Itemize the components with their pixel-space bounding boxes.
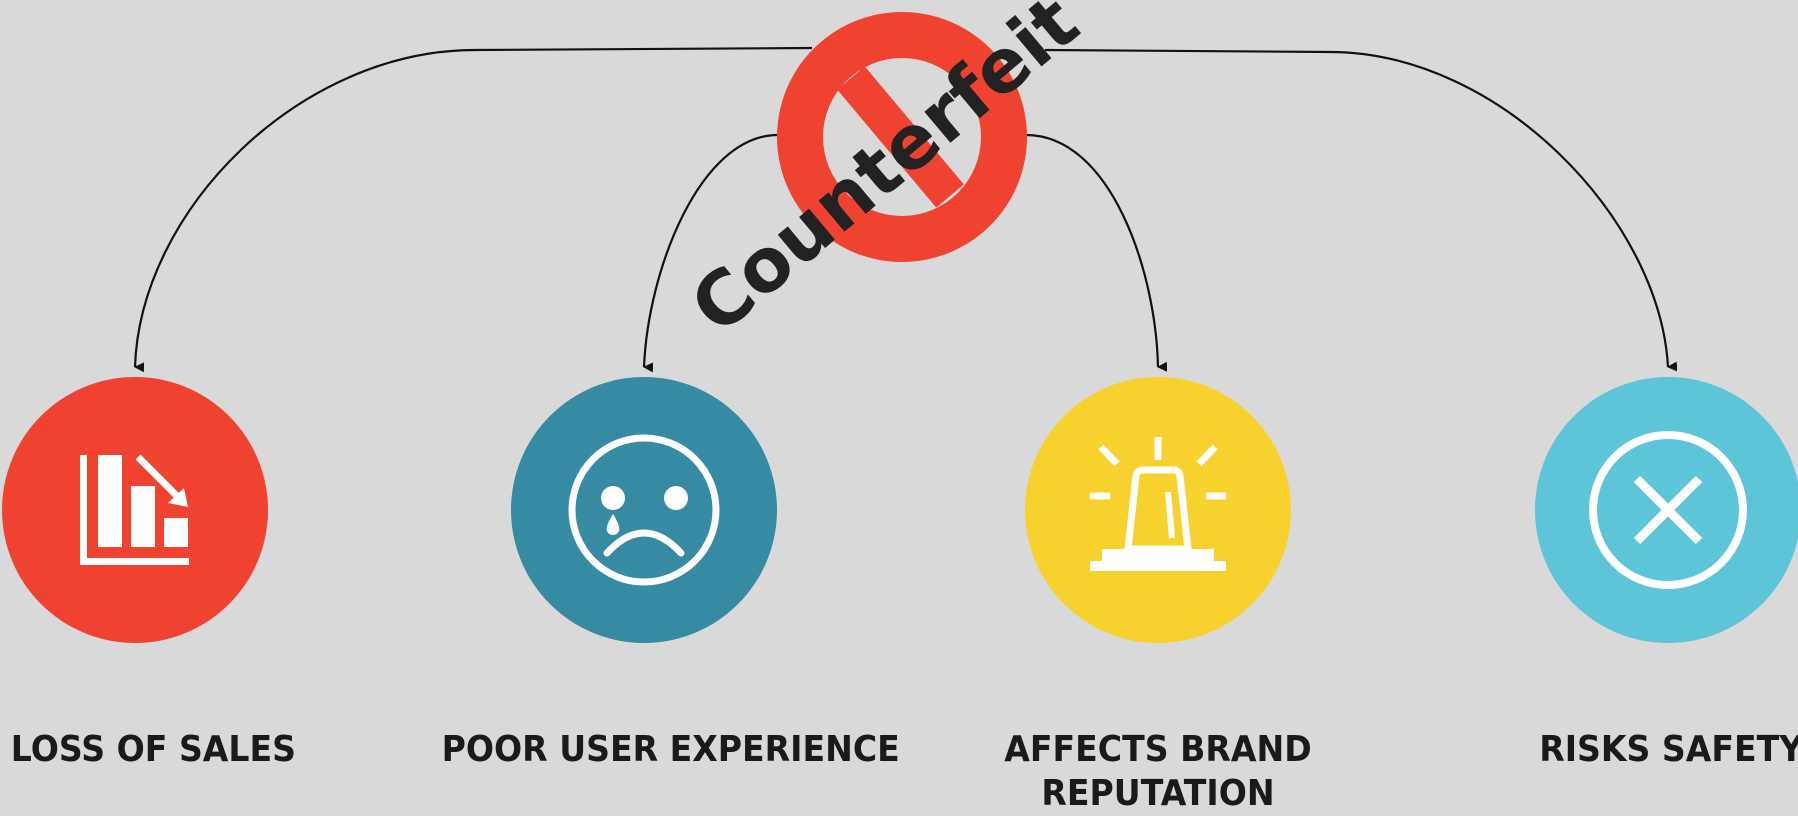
loss-of-sales-label: LOSS OF SALES bbox=[10, 728, 297, 772]
affects-brand-reputation-label-line-2: REPUTATION bbox=[1041, 773, 1275, 814]
connector-loss-of-sales bbox=[133, 46, 813, 373]
crying-sad-face-icon bbox=[568, 434, 720, 586]
counterfeit-prohibited-sign: Counterfeit bbox=[675, 0, 1095, 351]
impact-affects-brand-reputation bbox=[1025, 377, 1291, 643]
connector-risks-safety bbox=[1044, 48, 1678, 372]
risks-safety-label: RISKS SAFETY bbox=[1539, 728, 1798, 772]
alarm-siren-icon bbox=[1090, 437, 1226, 571]
circle-x-icon bbox=[1589, 431, 1747, 589]
connector-brand-reputation bbox=[1025, 133, 1168, 372]
loss-of-sales-label-line-1: LOSS OF SALES bbox=[10, 729, 297, 770]
affects-brand-reputation-label-line-1: AFFECTS BRAND bbox=[1004, 729, 1312, 770]
declining-bar-chart-icon bbox=[80, 454, 189, 565]
affects-brand-reputation-circle bbox=[1025, 377, 1291, 643]
impact-poor-user-experience bbox=[511, 377, 777, 643]
affects-brand-reputation-label: AFFECTS BRAND REPUTATION bbox=[1002, 728, 1315, 816]
poor-user-experience-label: POOR USER EXPERIENCE bbox=[441, 728, 900, 772]
poor-user-experience-circle bbox=[511, 377, 777, 643]
impact-loss-of-sales bbox=[2, 377, 268, 643]
prohibited-sign-slash bbox=[837, 66, 964, 208]
poor-user-experience-label-line-1: POOR USER EXPERIENCE bbox=[441, 729, 900, 770]
connectors bbox=[133, 46, 1678, 373]
risks-safety-label-line-1: RISKS SAFETY bbox=[1539, 729, 1798, 770]
connector-poor-user-experience bbox=[642, 133, 779, 373]
impact-risks-safety bbox=[1535, 377, 1798, 643]
